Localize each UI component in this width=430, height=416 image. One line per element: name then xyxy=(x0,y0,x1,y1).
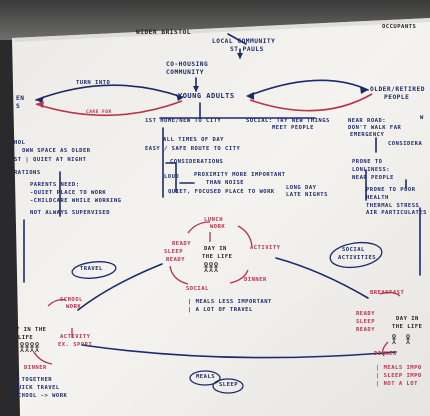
label-dont-walk: DON'T WALK FAR xyxy=(348,125,402,131)
label-dinner-left: DINNER xyxy=(24,365,47,371)
label-bubble-travel: TRAVEL xyxy=(80,266,103,272)
label-prone-poor: PRONE TO POOR xyxy=(366,187,416,193)
label-occupants: OCCUPANTS xyxy=(382,24,417,30)
label-thermal: THERMAL STRESS xyxy=(366,203,420,209)
label-not-a-lot: | NOT A LOT xyxy=(376,381,418,387)
label-co-housing: CO-HOUSING xyxy=(166,61,209,68)
label-air: AIR PARTICULATES xyxy=(366,210,427,216)
label-sleep-right: SLEEP xyxy=(356,319,376,325)
label-bubble-activities: ACTIVITIES xyxy=(338,255,377,261)
label-meals-less: | MEALS LESS IMPORTANT xyxy=(188,299,272,305)
label-the-life-right: THE LIFE xyxy=(392,324,423,330)
label-dinner-center: DINNER xyxy=(244,277,267,283)
label-social-center: SOCIAL xyxy=(186,286,209,292)
label-considera: CONSIDERA xyxy=(388,141,423,147)
label-long-day: LONG DAY xyxy=(286,185,317,191)
label-lot-travel: | A LOT OF TRAVEL xyxy=(188,307,253,313)
label-school-left: SCHOOL xyxy=(60,297,83,303)
label-day-in-right: DAY IN xyxy=(396,316,419,322)
label-sleep-center: SLEEP xyxy=(164,249,184,255)
label-considerations: CONSIDERATIONS xyxy=(170,159,224,165)
label-proximity: PROXIMITY MORE IMPORTANT xyxy=(194,172,286,178)
label-care-for: CARE FOR xyxy=(86,110,112,115)
label-loneliness: LONLINESS: xyxy=(352,167,391,173)
label-hol: HOL xyxy=(14,140,26,146)
label-activity-left: ACTIVITY xyxy=(60,334,91,340)
label-easy-route: EASY / SAFE ROUTE TO CITY xyxy=(145,146,241,152)
label-childcare: -CHILDCARE WHILE WORKING xyxy=(30,198,122,204)
label-en: EN xyxy=(16,95,25,102)
label-bubble-social: SOCIAL xyxy=(342,247,365,253)
label-not-supervised: NOT ALWAYS SUPERVISED xyxy=(30,210,111,216)
label-turn-into: TURN INTO xyxy=(76,80,111,86)
label-quiet-focused: QUIET, FOCUSED PLACE TO WORK xyxy=(168,189,275,195)
label-than-noise: THAN NOISE xyxy=(206,180,245,186)
label-people: PEOPLE xyxy=(384,94,410,101)
label-young-adults: YOUNG ADULTS xyxy=(178,92,235,100)
label-day-in-center: DAY IN xyxy=(204,246,227,252)
top-wall xyxy=(0,0,430,40)
label-life-left: LIFE xyxy=(18,335,34,341)
label-bubble-sleep: SLEEP xyxy=(219,382,239,388)
label-local-community: LOCAL COMMUNITY xyxy=(212,38,276,45)
label-meet-people: MEET PEOPLE xyxy=(272,125,314,131)
label-emergency: EMERGENCY xyxy=(350,132,385,138)
label-breakfast: BREAKFAST xyxy=(370,290,405,296)
label-activity-center: ACTIVITY xyxy=(250,245,281,251)
label-ready-center: READY xyxy=(172,241,192,247)
label-quiet-night: ST | QUIET AT NIGHT xyxy=(14,157,87,163)
label-quick-travel: QUICK TRAVEL xyxy=(14,385,60,391)
label-dinner-right: DINNER xyxy=(374,351,397,357)
label-late-nights: LATE NIGHTS xyxy=(286,192,328,198)
label-quiet-place: -QUIET PLACE TO WORK xyxy=(30,190,107,196)
label-sleep-impo: | SLEEP IMPO xyxy=(376,373,422,379)
label-the-life-center: THE LIFE xyxy=(202,254,233,260)
label-all-times: ALL TIMES OF DAY xyxy=(163,137,224,143)
label-school-work: SCHOOL -> WORK xyxy=(14,393,68,399)
label-work-left: WORK xyxy=(66,304,82,310)
label-wider-bristol: WIDER BRISTOL xyxy=(136,29,191,36)
label-s: S xyxy=(16,103,21,110)
label-ready2-right: READY xyxy=(356,327,376,333)
label-older-retired: OLDER/RETIRED xyxy=(370,86,425,93)
label-first-home: 1ST HOME/NEW TO CITY xyxy=(145,118,222,124)
label-bubble-meals: MEALS xyxy=(196,374,216,380)
label-meals-impo: | MEALS IMPO xyxy=(376,365,422,371)
label-ready2-center: READY xyxy=(166,257,186,263)
label-parents-need: PARENTS NEED: xyxy=(30,182,80,188)
label-together: S TOGETHER xyxy=(14,377,53,383)
label-st-pauls: ST PAULS xyxy=(230,46,264,53)
label-loud: LOUD xyxy=(164,174,180,180)
label-prone-to: PRONE TO xyxy=(352,159,383,165)
label-w: W xyxy=(420,115,424,121)
label-social: SOCIAL: TRY NEW THINGS xyxy=(246,118,330,124)
label-ex-sport: EX. SPORT xyxy=(58,342,93,348)
label-rations: RATIONS xyxy=(14,170,41,176)
label-near-road: NEAR ROAD: xyxy=(348,118,387,124)
label-ready-right: READY xyxy=(356,311,376,317)
label-health: HEALTH xyxy=(366,195,389,201)
label-near-people: NEAR PEOPLE xyxy=(352,175,394,181)
label-own-space: OWN SPACE AS OLDER xyxy=(22,148,91,154)
label-y-in-the: Y IN THE xyxy=(16,327,47,333)
label-y-left: Y xyxy=(14,299,18,305)
label-lunch: LUNCH xyxy=(204,217,224,223)
label-work-center: WORK xyxy=(210,224,226,230)
label-community: COMMUNITY xyxy=(166,69,205,76)
